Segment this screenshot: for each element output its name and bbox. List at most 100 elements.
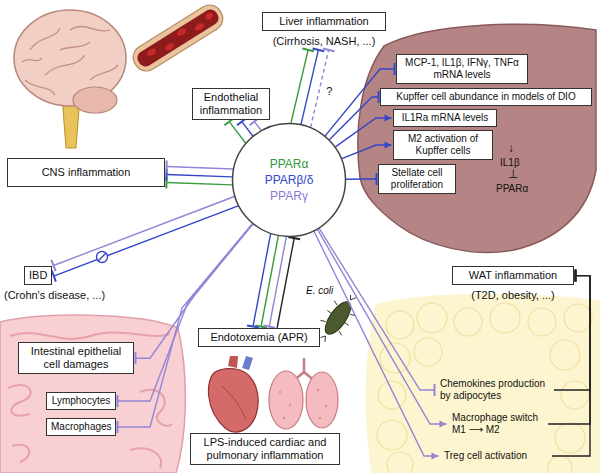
box-label: Macrophages (51, 421, 111, 433)
illustration-part (129, 0, 228, 75)
illustration-part (306, 372, 338, 428)
illustration-part (204, 12, 214, 21)
connector (118, 224, 253, 407)
annotation-label: E. coli (306, 285, 333, 296)
connector (346, 173, 377, 185)
connector-line (167, 175, 233, 177)
connector (552, 270, 590, 456)
connector-line (167, 183, 233, 185)
connector (255, 236, 278, 328)
annotation-label: IL1β (500, 157, 520, 168)
illustration-part (548, 456, 572, 473)
connector-line (291, 50, 308, 123)
box-label: Stellate cell proliferation (383, 167, 451, 191)
cell-box: Lymphocytes (46, 392, 116, 410)
connector-line (319, 228, 434, 390)
intestine-illustration (0, 315, 185, 473)
cell-box: Macrophages (46, 418, 116, 436)
disease-box: Liver inflammation (Cirrhosis, NASH, ...) (262, 12, 386, 48)
connector (314, 231, 439, 459)
brain-illustration (14, 10, 126, 148)
effect-box: MCP-1, IL1β, IFNγ, TNFα mRNA levels (396, 54, 528, 84)
illustration-part (366, 294, 600, 473)
connector-line (342, 145, 392, 159)
isoform-label: PPARβ/δ (265, 172, 314, 188)
connector-line (254, 122, 261, 131)
connector (311, 48, 335, 127)
box-label: M2 activation of Kupffer cells (398, 133, 488, 157)
connector-line (118, 224, 253, 401)
box-label: Chemokines production by adipocytes (440, 378, 550, 402)
box-label: Treg cell activation (444, 450, 548, 462)
illustration-part (176, 27, 188, 37)
arrow-head (385, 115, 392, 122)
liver-illustration (358, 24, 596, 252)
connector-line (301, 50, 318, 125)
illustration-part (454, 308, 482, 336)
connector (335, 115, 391, 147)
effect-text: Chemokines production by adipocytes (436, 376, 554, 404)
arrow-head (432, 453, 439, 460)
box-label: Liver inflammation (262, 12, 386, 31)
connector-line (554, 276, 590, 390)
disease-box: CNS inflammation (7, 158, 165, 187)
sub-label: (T2D, obesity, ...) (452, 289, 574, 302)
illustration-part (417, 303, 447, 333)
illustration-part (378, 381, 406, 409)
lungs-illustration (269, 358, 338, 429)
connector (318, 229, 447, 427)
connector-line (346, 178, 377, 180)
box-label: LPS-induced cardiac and pulmonary inflam… (195, 436, 335, 462)
inhibition-bar (575, 270, 577, 282)
ppar-circle: PPARαPPARβ/δPPARγ (231, 122, 347, 238)
illustration-part (414, 338, 442, 366)
box-label: Lymphocytes (51, 395, 111, 407)
disease-box: Endothelial inflammation (192, 88, 270, 120)
illustration-part (208, 369, 258, 432)
illustration-part (279, 391, 282, 394)
connector (52, 206, 239, 282)
illustration-part (561, 381, 589, 409)
connector (247, 234, 271, 328)
connector (166, 169, 232, 181)
annotation-label: ↓ (508, 142, 514, 155)
illustration-part (283, 417, 286, 420)
illustration-part (164, 42, 176, 52)
isoform-label: PPARα (270, 156, 309, 172)
box-label: Intestinal epithelial cell damages (23, 345, 129, 371)
inhibition-bar (575, 270, 577, 282)
inhibition-bar (575, 270, 577, 282)
illustration-part (194, 22, 206, 32)
box-label: CNS inflammation (12, 166, 160, 179)
box-label: Endothelial inflammation (197, 91, 265, 117)
arrow-head (440, 421, 447, 428)
effect-box: Kupffer cell abundance in models of DIO (380, 88, 592, 106)
connector (554, 270, 590, 390)
sub-label: (Cirrhosis, NASH, ...) (262, 35, 386, 48)
connector (224, 118, 245, 143)
box-label: Macrophage switch M1 ⟶ M2 (452, 412, 544, 436)
annotation-label: ⊥ (508, 168, 518, 181)
connector (319, 228, 434, 396)
connector-line (118, 224, 253, 427)
disease-box: LPS-induced cardiac and pulmonary inflam… (190, 433, 340, 465)
illustration-part (135, 7, 221, 69)
illustration-part (564, 304, 592, 332)
illustration-part (550, 340, 580, 370)
illustration-part (98, 253, 106, 261)
illustration-part (555, 423, 585, 453)
box-label: WAT inflammation (452, 266, 574, 285)
connector-line (261, 236, 278, 327)
connector (342, 142, 392, 159)
illustration-part (317, 389, 320, 392)
inhibition-bar (117, 421, 119, 433)
connector-line (318, 229, 447, 424)
cell-box: Intestinal epithelial cell damages (18, 342, 134, 374)
isoform-label: PPARγ (270, 188, 308, 204)
illustration-part (319, 417, 322, 420)
illustration-part (358, 24, 596, 252)
illustration-part (222, 386, 246, 420)
inhibition-bar (434, 384, 436, 396)
box-label: MCP-1, IL1β, IFNγ, TNFα mRNA levels (401, 57, 523, 81)
